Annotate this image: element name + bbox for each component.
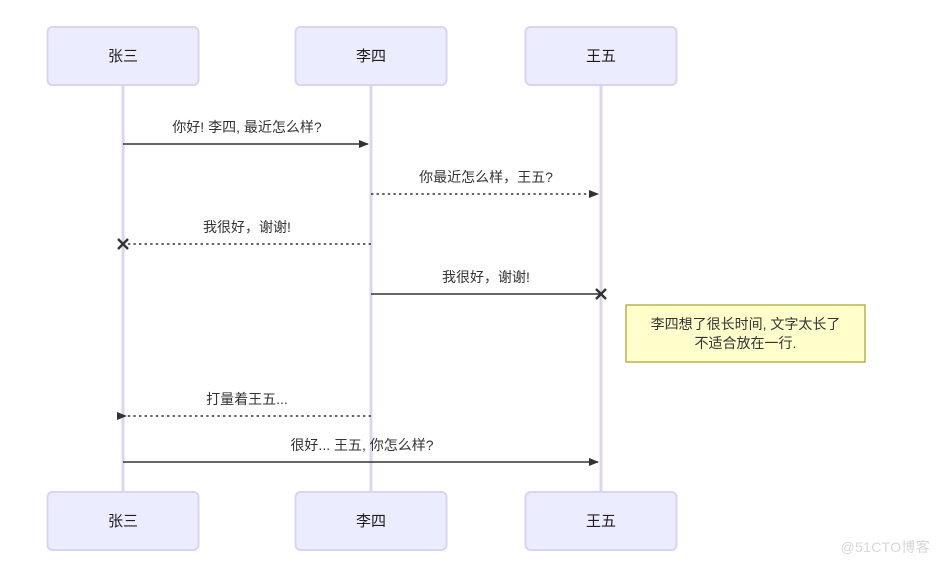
messages-group: 你好! 李四, 最近怎么样? 你最近怎么样，王五? 我很好，谢谢! 我很好，谢谢! 打量… — [117, 119, 607, 466]
message-1[interactable]: 你好! 李四, 最近怎么样? — [123, 119, 369, 148]
actor-box-shape — [294, 491, 448, 551]
actor-label: 张三 — [108, 513, 138, 530]
actor-top-lisi[interactable]: 李四 — [294, 26, 448, 86]
message-3[interactable]: 我很好，谢谢! — [117, 219, 371, 250]
message-5[interactable]: 打量着王五... — [117, 391, 371, 420]
actor-bottom-zhangsan[interactable]: 张三 — [46, 491, 200, 551]
actor-box-shape — [46, 26, 200, 86]
message-6[interactable]: 很好... 王五, 你怎么样? — [123, 437, 599, 466]
actor-boxes-bottom-group: 张三 李四 王五 — [46, 491, 678, 551]
message-label: 我很好，谢谢! — [442, 269, 530, 285]
message-label: 很好... 王五, 你怎么样? — [290, 437, 433, 453]
message-cross-marker — [595, 288, 607, 300]
note-text-line: 李四想了很长时间, 文字太长了 — [651, 316, 841, 332]
actor-boxes-top-group: 张三 李四 王五 — [46, 26, 678, 86]
lifelines-group — [121, 85, 603, 492]
actor-label: 王五 — [586, 48, 616, 65]
actor-box-shape — [294, 26, 448, 86]
actor-box-shape — [46, 491, 200, 551]
actor-label: 张三 — [108, 48, 138, 65]
actor-top-wangwu[interactable]: 王五 — [524, 26, 678, 86]
watermark-label: @51CTO博客 — [840, 539, 930, 555]
actor-bottom-wangwu[interactable]: 王五 — [524, 491, 678, 551]
note-text-line: 不适合放在一行. — [695, 335, 797, 351]
message-label: 你最近怎么样，王五? — [419, 169, 553, 185]
message-4[interactable]: 我很好，谢谢! — [371, 269, 607, 300]
message-2[interactable]: 你最近怎么样，王五? — [371, 169, 599, 198]
message-label: 我很好，谢谢! — [203, 219, 291, 235]
message-label: 你好! 李四, 最近怎么样? — [172, 119, 322, 135]
actor-box-shape — [524, 26, 678, 86]
actor-box-shape — [524, 491, 678, 551]
actor-label: 李四 — [356, 48, 386, 65]
message-cross-marker — [117, 238, 129, 250]
actor-label: 李四 — [356, 513, 386, 530]
note-box-shape — [625, 304, 866, 363]
actor-top-zhangsan[interactable]: 张三 — [46, 26, 200, 86]
actor-bottom-lisi[interactable]: 李四 — [294, 491, 448, 551]
message-label: 打量着王五... — [206, 391, 288, 407]
actor-label: 王五 — [586, 513, 616, 530]
